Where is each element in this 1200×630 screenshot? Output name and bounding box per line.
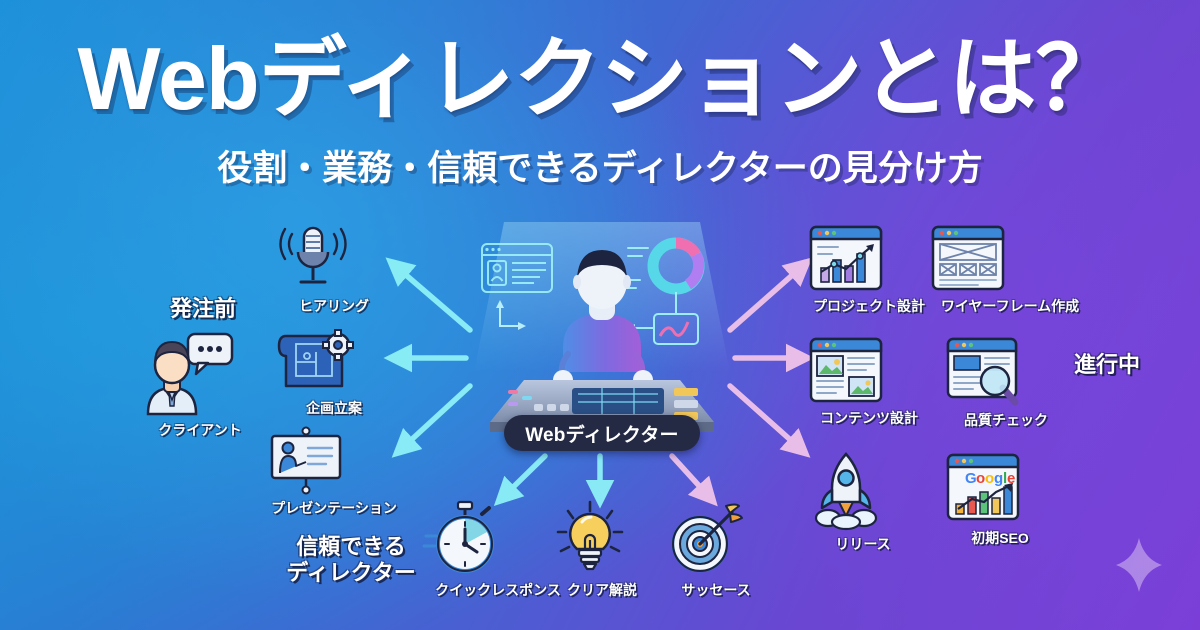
svg-text:o: o xyxy=(985,470,994,487)
node-quick-response: クイックレスポンス xyxy=(422,500,572,600)
node-label-initial-seo: 初期SEO xyxy=(971,530,1029,546)
node-presentation: プレゼンテーション xyxy=(262,426,406,518)
node-clear-explain: クリア解説 xyxy=(552,500,652,600)
holo-profile-card xyxy=(481,243,553,330)
magnifier-document-icon xyxy=(946,337,1019,406)
node-label-wireframe: ワイヤーフレーム作成 xyxy=(940,298,1080,314)
node-label-content-design: コンテンツ設計 xyxy=(820,410,918,426)
image-thumb-1 xyxy=(816,355,844,377)
page-title: Webディレクションとは？ xyxy=(77,29,1123,128)
target-arrow-icon xyxy=(671,503,743,573)
image-thumb-2 xyxy=(848,376,875,397)
node-hearing: ヒアリング xyxy=(276,222,392,316)
center-badge-label: Webディレクター xyxy=(525,424,679,446)
node-label-planning: 企画立案 xyxy=(306,400,362,416)
arrows-left-group xyxy=(383,257,473,458)
svg-text:o: o xyxy=(976,470,985,487)
node-label-clear-explain: クリア解説 xyxy=(567,582,637,598)
node-quality-check: 品質チェック xyxy=(945,336,1067,430)
sparkle-4point-icon xyxy=(1116,538,1162,592)
node-content-design: コンテンツ設計 xyxy=(808,336,930,428)
svg-text:G: G xyxy=(965,470,977,487)
svg-text:e: e xyxy=(1007,470,1015,487)
gear-part xyxy=(322,329,354,361)
holo-donut-chart xyxy=(625,237,705,295)
microphone-icon xyxy=(279,226,347,284)
center-badge: Webディレクター xyxy=(504,415,700,451)
arrows-bottom-group xyxy=(493,453,718,509)
node-client: クライアント xyxy=(140,330,260,440)
node-label-client: クライアント xyxy=(158,422,242,438)
svg-text:l: l xyxy=(1003,470,1007,487)
node-project-design: プロジェクト設計 xyxy=(808,224,930,316)
blueprint-gear-icon xyxy=(277,329,354,388)
phase-label-before-order: 発注前 xyxy=(169,296,236,321)
node-wireframe: ワイヤーフレーム作成 xyxy=(930,224,1090,316)
node-label-project-design: プロジェクト設計 xyxy=(813,298,925,314)
node-label-quick-response: クイックレスポンス xyxy=(435,582,561,598)
node-planning: 企画立案 xyxy=(276,328,392,418)
node-success: サッセース xyxy=(664,500,768,600)
wireframe-window-icon xyxy=(931,225,1005,291)
chart-window-icon xyxy=(809,225,883,291)
stopwatch-icon xyxy=(422,500,494,573)
person-with-chat-bubble-icon xyxy=(146,332,234,416)
title-block: Webディレクションとは？ 役割・業務・信頼できるディレクターの見分け方 xyxy=(0,34,1200,191)
presentation-board-icon xyxy=(270,426,342,495)
trusted-director-line2: ディレクター xyxy=(286,559,416,585)
rocket-launch-icon xyxy=(814,452,878,531)
web-director-illustration xyxy=(468,222,736,434)
arrows-right-group xyxy=(727,257,815,458)
node-label-success: サッセース xyxy=(681,582,751,598)
trusted-director-line1: 信頼できる xyxy=(296,534,406,559)
node-label-release: リリース xyxy=(835,536,891,552)
magnifier-part xyxy=(979,365,1019,406)
content-layout-window-icon xyxy=(809,337,883,403)
node-release: リリース xyxy=(808,452,918,554)
phase-label-in-progress: 進行中 xyxy=(1073,352,1140,377)
phase-label-trusted-director: 信頼できる ディレクター xyxy=(276,534,426,586)
lightbulb-icon xyxy=(556,500,624,571)
svg-text:g: g xyxy=(994,470,1003,487)
node-label-quality-check: 品質チェック xyxy=(964,412,1048,428)
node-label-presentation: プレゼンテーション xyxy=(271,500,397,516)
node-label-hearing: ヒアリング xyxy=(299,298,369,314)
page-subtitle: 役割・業務・信頼できるディレクターの見分け方 xyxy=(217,148,983,188)
